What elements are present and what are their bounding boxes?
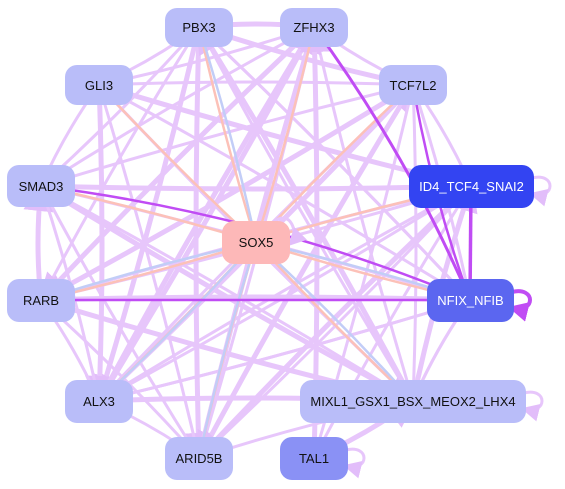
edge-id4-alx3 <box>96 184 473 403</box>
edge-gli3-alx3 <box>84 82 115 406</box>
edge-mixl1-pbx3 <box>196 22 416 404</box>
node-label: SMAD3 <box>18 178 64 194</box>
edge-id4-smad3 <box>36 171 474 202</box>
node-label: MIXL1_GSX1_BSX_MEOX2_LHX4 <box>310 394 516 409</box>
node-label: NFIX_NFIB <box>437 293 504 308</box>
node-label: GLI3 <box>84 77 114 93</box>
edge-nfix-alx3 <box>96 298 472 407</box>
node-tcf7l2[interactable]: TCF7L2 <box>379 65 447 105</box>
edge-mixl1-smad3 <box>38 184 415 403</box>
node-label: ARID5B <box>175 451 223 466</box>
edge-zfhx3-rarb <box>37 24 317 304</box>
edge-zfhx3-smad3 <box>38 25 316 188</box>
edge-pbx3-mixl1 <box>197 25 415 404</box>
edge-nfix-pbx3 <box>196 24 472 302</box>
node-rarb[interactable]: RARB <box>7 279 75 322</box>
edge-arid5b-sox5 <box>197 239 259 460</box>
edge-arid5b-tcf7l2 <box>197 82 415 460</box>
edge-tcf7l2-rarb <box>36 82 416 303</box>
edge-alx3-zfhx3 <box>96 22 317 404</box>
self-loop-sox5 <box>273 216 307 247</box>
edge-sox5-zfhx3 <box>254 24 318 244</box>
edge-alx3-id4 <box>97 184 474 403</box>
node-id4-tcf4-snai2[interactable]: ID4_TCF4_SNAI2 <box>409 165 534 208</box>
edges <box>23 9 552 479</box>
edge-pbx3-sox5 <box>197 25 260 245</box>
node-smad3[interactable]: SMAD3 <box>7 165 75 207</box>
edge-sox5-pbx3 <box>195 24 258 244</box>
edge-nfix-rarb <box>38 290 472 309</box>
node-label: TAL1 <box>298 451 330 466</box>
self-loop-mixl1 <box>521 390 544 422</box>
node-mixl1-gsx1-bsx-meox2-lhx4[interactable]: MIXL1_GSX1_BSX_MEOX2_LHX4 <box>300 380 526 423</box>
node-label: SOX5 <box>238 235 274 250</box>
edge-gli3-arid5b <box>97 83 205 461</box>
node-label: ALX3 <box>83 394 115 409</box>
node-label: ZFHX3 <box>293 20 335 35</box>
node-alx3[interactable]: ALX3 <box>65 380 133 423</box>
node-pbx3[interactable]: PBX3 <box>165 8 233 47</box>
node-sox5[interactable]: SOX5 <box>222 221 290 264</box>
node-label: TCF7L2 <box>389 77 437 93</box>
node-zfhx3[interactable]: ZFHX3 <box>280 8 348 47</box>
self-loop-nfix <box>508 289 532 322</box>
edge-pbx3-alx3 <box>91 24 202 406</box>
self-loop-id4 <box>529 175 552 207</box>
edge-nfix-zfhx3 <box>312 24 472 302</box>
node-arid5b[interactable]: ARID5B <box>165 437 233 480</box>
edge-zfhx3-mixl1 <box>312 25 418 404</box>
node-tal1[interactable]: TAL1 <box>280 437 348 480</box>
node-label: PBX3 <box>182 20 216 35</box>
node-label: RARB <box>22 293 60 308</box>
node-label: ID4_TCF4_SNAI2 <box>419 179 524 194</box>
node-nfix-nfib[interactable]: NFIX_NFIB <box>427 279 514 322</box>
node-gli3[interactable]: GLI3 <box>65 65 133 105</box>
self-loop-tal1 <box>343 447 366 479</box>
